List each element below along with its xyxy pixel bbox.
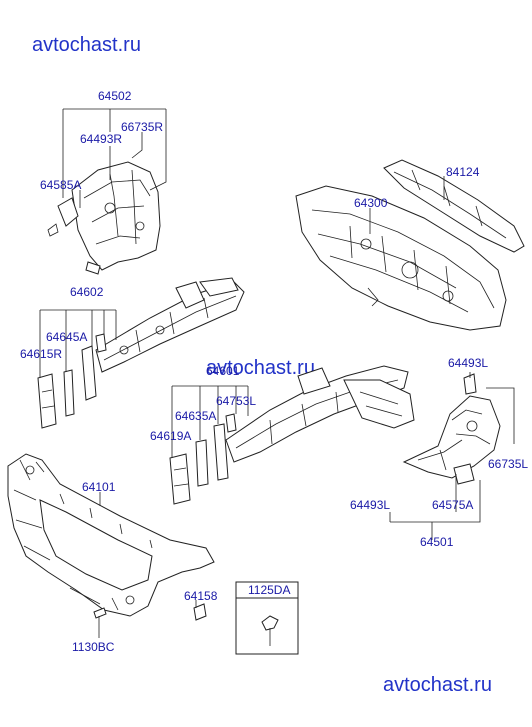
label-64753L: 64753L: [216, 394, 256, 408]
label-64101: 64101: [82, 480, 116, 494]
label-66735R: 66735R: [121, 120, 163, 134]
leaders-64601: [171, 385, 249, 458]
part-64501-assembly: [402, 373, 501, 485]
label-1125DA: 1125DA: [248, 583, 290, 597]
watermark-middle: avtochast.ru: [206, 357, 315, 379]
callout-box-1125DA: [235, 581, 299, 655]
label-64501: 64501: [420, 535, 454, 549]
label-64493L-upper: 64493L: [448, 356, 488, 370]
part-64158-bracket: [193, 603, 207, 621]
label-84124: 84124: [446, 165, 480, 179]
label-64635A: 64635A: [175, 409, 216, 423]
part-64619A-bracket: [169, 413, 237, 505]
part-64602-side-member: [95, 277, 245, 373]
part-64101-front-panel: [7, 453, 215, 617]
part-1130BC-bolt: [93, 607, 107, 630]
label-64602: 64602: [70, 285, 104, 299]
label-64502: 64502: [98, 89, 132, 103]
label-64615R: 64615R: [20, 347, 62, 361]
label-64619A: 64619A: [150, 429, 191, 443]
part-64502-assembly: [47, 161, 161, 275]
leaders-64501: [389, 372, 515, 540]
label-64493R: 64493R: [80, 132, 122, 146]
label-64493L-lower: 64493L: [350, 498, 390, 512]
label-66735L: 66735L: [488, 457, 528, 471]
label-64575A: 64575A: [432, 498, 473, 512]
leaders-64502: [62, 108, 167, 208]
label-1130BC: 1130BC: [72, 640, 115, 654]
leaders-64602: [39, 309, 117, 378]
watermark-top: avtochast.ru: [32, 34, 141, 56]
label-64601: 64601: [206, 364, 240, 378]
label-64585A: 64585A: [40, 178, 81, 192]
label-64158: 64158: [184, 589, 218, 603]
part-64300-dash-panel: [295, 185, 507, 331]
label-64645A: 64645A: [46, 330, 87, 344]
part-84124-cowl: [383, 159, 525, 253]
watermark-bottom: avtochast.ru: [383, 674, 492, 696]
label-64300: 64300: [354, 196, 388, 210]
part-64615R-bracket: [37, 333, 107, 429]
part-64601-side-member: [225, 365, 415, 463]
